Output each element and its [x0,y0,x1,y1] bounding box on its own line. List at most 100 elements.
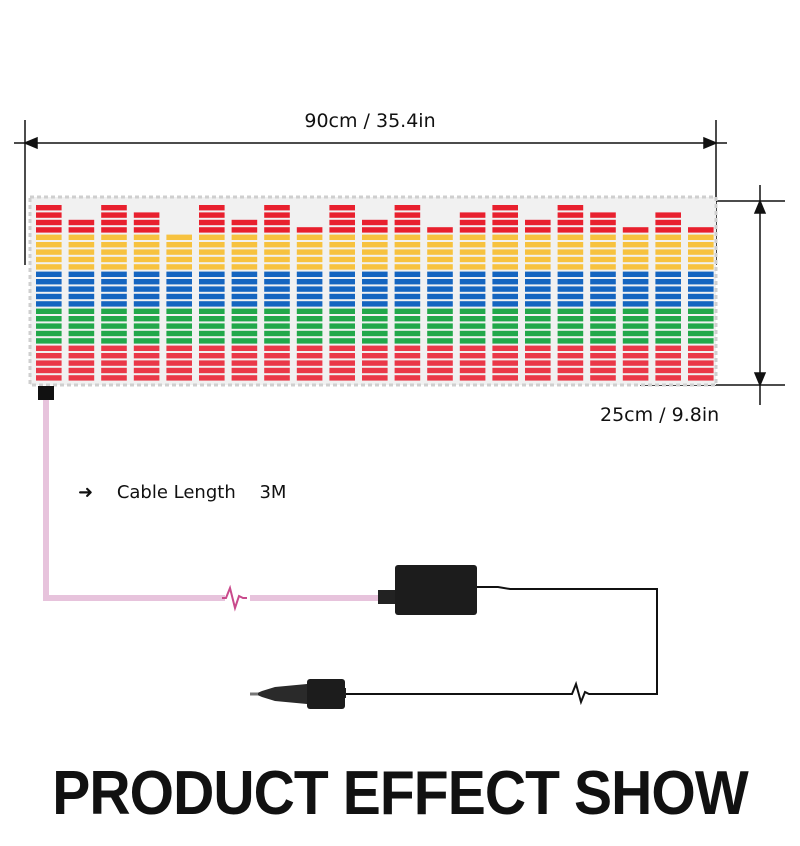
equalizer-segment [329,242,355,248]
equalizer-segment [231,330,258,337]
equalizer-segment [36,301,62,307]
equalizer-segment [525,353,551,359]
equalizer-segment [231,360,258,366]
equalizer-segment [557,301,584,307]
equalizer-segment [655,212,681,218]
equalizer-segment [590,301,616,307]
equalizer-segment [459,323,486,329]
equalizer-segment [394,219,421,226]
equalizer-segment [68,375,95,381]
equalizer-segment [394,330,421,337]
equalizer-segment [36,242,62,248]
equalizer-segment [557,242,584,248]
equalizer-segment [655,308,681,314]
equalizer-segment [101,323,127,329]
equalizer-segment [329,293,355,300]
equalizer-segment [427,330,453,337]
cable-break-icon-2 [568,680,592,706]
equalizer-segment [296,323,323,329]
equalizer-segment [199,271,225,277]
equalizer-segment [329,330,355,337]
equalizer-segment [557,293,584,300]
equalizer-segment [101,205,127,211]
equalizer-segment [231,293,258,300]
equalizer-segment [329,367,355,374]
equalizer-segment [36,308,62,314]
equalizer-segment [394,271,421,277]
equalizer-segment [622,301,649,307]
equalizer-segment [525,256,551,263]
equalizer-segment [68,249,95,255]
equalizer-segment [525,227,551,233]
equalizer-segment [590,308,616,314]
equalizer-segment [590,249,616,255]
equalizer-segment [362,330,388,337]
equalizer-segment [622,249,649,255]
equalizer-segment [329,308,355,314]
equalizer-segment [655,338,681,344]
equalizer-segment [133,316,160,322]
equalizer-segment [525,264,551,270]
equalizer-segment [394,353,421,359]
equalizer-segment [655,264,681,270]
equalizer-segment [166,271,192,277]
equalizer-segment [36,227,62,233]
equalizer-segment [68,367,95,374]
equalizer-segment [101,367,127,374]
equalizer-segment [459,345,486,351]
equalizer-segment [133,338,160,344]
equalizer-segment [264,242,290,248]
equalizer-segment [133,367,160,374]
equalizer-segment [166,308,192,314]
equalizer-segment [492,301,518,307]
equalizer-segment [166,330,192,337]
equalizer-segment [394,301,421,307]
equalizer-segment [655,227,681,233]
equalizer-segment [427,360,453,366]
equalizer-segment [133,345,160,351]
inverter-box [395,565,477,615]
equalizer-segment [199,360,225,366]
equalizer-segment [264,308,290,314]
equalizer-segment [264,330,290,337]
equalizer-segment [492,353,518,359]
equalizer-segment [296,367,323,374]
equalizer-segment [199,375,225,381]
power-cable [345,586,658,695]
equalizer-segment [329,264,355,270]
equalizer-segment [264,219,290,226]
equalizer-segment [362,249,388,255]
equalizer-segment [231,338,258,344]
equalizer-segment [264,256,290,263]
equalizer-column [68,219,95,381]
equalizer-segment [590,242,616,248]
equalizer-segment [688,367,714,374]
equalizer-segment [264,249,290,255]
equalizer-segment [329,249,355,255]
equalizer-segment [427,234,453,240]
equalizer-segment [427,308,453,314]
equalizer-segment [525,360,551,366]
equalizer-segment [296,301,323,307]
equalizer-segment [492,345,518,351]
equalizer-segment [36,264,62,270]
equalizer-segment [688,308,714,314]
equalizer-column [655,212,681,381]
equalizer-segment [199,264,225,270]
equalizer-segment [296,308,323,314]
equalizer-column [133,212,160,381]
equalizer-segment [133,375,160,381]
equalizer-segment [231,242,258,248]
equalizer-segment [133,249,160,255]
equalizer-segment [362,264,388,270]
equalizer-segment [166,242,192,248]
equalizer-segment [394,234,421,240]
equalizer-segment [655,249,681,255]
equalizer-segment [133,227,160,233]
equalizer-segment [296,316,323,322]
equalizer-segment [133,271,160,277]
equalizer-column [199,205,225,381]
equalizer-segment [622,308,649,314]
equalizer-segment [394,367,421,374]
